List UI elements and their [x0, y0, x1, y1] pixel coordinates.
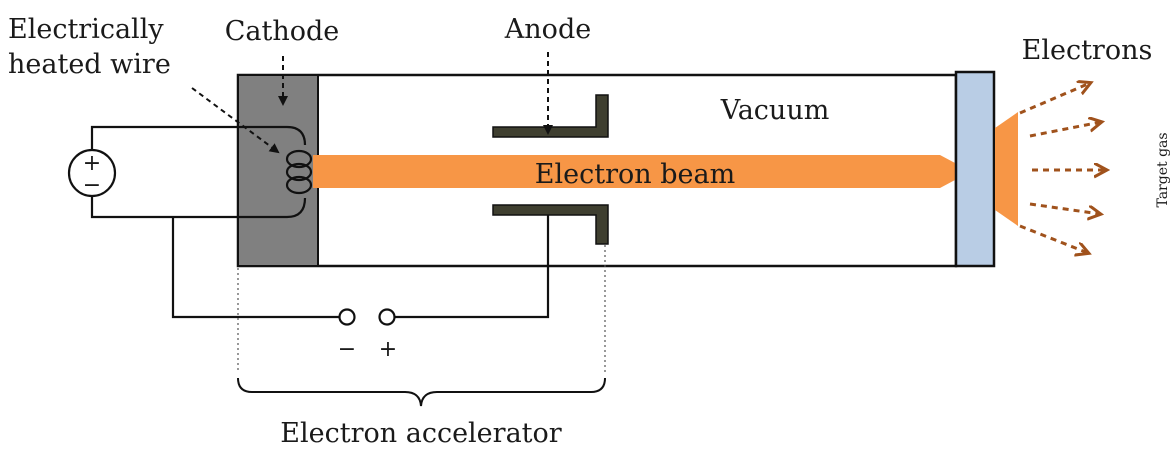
svg-text:−: −: [83, 173, 101, 198]
accelerator-circuit-wire: [171, 215, 550, 319]
cathode-block: [237, 74, 319, 267]
exit-window: [954, 70, 996, 268]
electron-fan: [995, 112, 1018, 226]
electrons-label: Electrons: [1022, 35, 1153, 66]
anode-lower: [492, 204, 609, 245]
electron-beam: [313, 155, 955, 188]
terminal-minus: −: [338, 337, 356, 362]
accelerator-brace: [237, 377, 606, 407]
vacuum-label: Vacuum: [720, 95, 830, 126]
terminal-plus: +: [379, 337, 397, 362]
emitted-electron-arrows: [1019, 83, 1106, 253]
electron-accelerator-label: Electron accelerator: [280, 418, 561, 449]
heater-circuit-wire: [90, 125, 307, 219]
electron-beam-label: Electron beam: [535, 159, 735, 190]
terminal-pair-icon: [338, 308, 396, 326]
cathode-label: Cathode: [225, 16, 340, 47]
target-gas-label: Target gas: [1155, 132, 1171, 207]
dc-voltage-source-icon: + −: [67, 148, 117, 198]
heating-coil-icon: [285, 149, 313, 195]
heated-wire-label-line2: heated wire: [8, 49, 171, 80]
anode-label: Anode: [504, 14, 591, 45]
svg-text:+: +: [83, 151, 101, 176]
heated-wire-label-line1: Electrically: [8, 14, 164, 45]
